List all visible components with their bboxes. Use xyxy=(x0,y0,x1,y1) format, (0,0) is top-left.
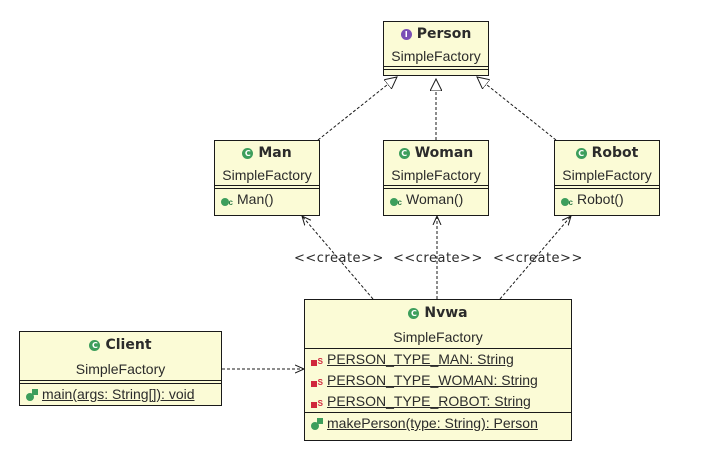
class-nvwa[interactable]: C Nvwa SimpleFactory S PERSON_TYPE_MAN: … xyxy=(304,299,572,441)
class-person[interactable]: I Person SimpleFactory xyxy=(383,21,489,76)
create-label-robot: <<create>> xyxy=(493,251,583,266)
class-title: Nvwa xyxy=(424,305,468,321)
realization-man-person xyxy=(317,77,397,141)
methods-compartment: makePerson(type: String): Person xyxy=(305,412,571,434)
class-name: I Person xyxy=(384,22,488,46)
create-label-woman: <<create>> xyxy=(393,251,483,266)
field-label: PERSON_TYPE_MAN: String xyxy=(327,351,514,367)
method-row[interactable]: c Woman() xyxy=(384,189,488,210)
class-title: Client xyxy=(105,337,152,353)
class-icon: C xyxy=(89,339,101,351)
fields-compartment: S PERSON_TYPE_MAN: String S PERSON_TYPE_… xyxy=(305,348,571,412)
class-icon: C xyxy=(242,147,254,159)
class-title: Man xyxy=(258,145,292,161)
static-method-icon xyxy=(26,388,38,401)
class-title: Robot xyxy=(591,145,639,161)
methods-compartment: c Man() xyxy=(215,188,319,210)
package-name: SimpleFactory xyxy=(393,329,483,345)
constructor-icon: c xyxy=(221,194,233,207)
methods-compartment: c Robot() xyxy=(555,188,659,210)
field-row[interactable]: S PERSON_TYPE_WOMAN: String xyxy=(305,370,571,391)
methods-compartment: c Woman() xyxy=(384,188,488,210)
methods-compartment xyxy=(384,69,488,70)
method-label: Robot() xyxy=(577,191,624,207)
package-name: SimpleFactory xyxy=(562,167,652,183)
static-field-icon: S xyxy=(311,354,323,366)
field-row[interactable]: S PERSON_TYPE_ROBOT: String xyxy=(305,391,571,412)
class-man[interactable]: C Man SimpleFactory c Man() xyxy=(214,140,320,216)
constructor-icon: c xyxy=(390,194,402,207)
class-client[interactable]: C Client SimpleFactory main(args: String… xyxy=(19,331,222,406)
method-label: makePerson(type: String): Person xyxy=(327,415,538,431)
method-label: Woman() xyxy=(406,191,464,207)
method-row[interactable]: c Robot() xyxy=(555,189,659,210)
package-name: SimpleFactory xyxy=(391,167,481,183)
method-label: main(args: String[]): void xyxy=(42,386,195,402)
class-icon: C xyxy=(398,147,410,159)
field-row[interactable]: S PERSON_TYPE_MAN: String xyxy=(305,349,571,370)
class-robot[interactable]: C Robot SimpleFactory c Robot() xyxy=(554,140,660,216)
interface-icon: I xyxy=(400,28,412,40)
class-woman[interactable]: C Woman SimpleFactory c Woman() xyxy=(383,140,489,216)
field-label: PERSON_TYPE_WOMAN: String xyxy=(327,372,538,388)
create-label-man: <<create>> xyxy=(294,251,384,266)
fields-compartment xyxy=(384,66,488,67)
method-label: Man() xyxy=(237,191,274,207)
fields-compartment xyxy=(215,185,319,186)
class-icon: C xyxy=(575,147,587,159)
class-name: C Robot xyxy=(555,141,659,165)
package-name: SimpleFactory xyxy=(75,361,166,377)
package-name: SimpleFactory xyxy=(222,167,312,183)
fields-compartment xyxy=(384,185,488,186)
fields-compartment xyxy=(555,185,659,186)
method-row[interactable]: makePerson(type: String): Person xyxy=(305,413,571,434)
fields-compartment xyxy=(20,380,221,381)
package-name: SimpleFactory xyxy=(391,48,481,64)
method-row[interactable]: c Man() xyxy=(215,189,319,210)
static-method-icon xyxy=(311,417,323,430)
constructor-icon: c xyxy=(561,194,573,207)
realization-robot-person xyxy=(477,77,557,141)
method-row[interactable]: main(args: String[]): void xyxy=(20,384,221,405)
class-title: Woman xyxy=(414,145,474,161)
class-name: C Woman xyxy=(384,141,488,165)
class-name: C Man xyxy=(215,141,319,165)
create-nvwa-man xyxy=(302,216,374,300)
field-label: PERSON_TYPE_ROBOT: String xyxy=(327,393,531,409)
static-field-icon: S xyxy=(311,375,323,387)
class-title: Person xyxy=(416,26,472,42)
class-name: C Client xyxy=(20,332,221,358)
class-icon: C xyxy=(408,307,420,319)
class-name: C Nvwa xyxy=(305,300,571,326)
methods-compartment: main(args: String[]): void xyxy=(20,383,221,405)
static-field-icon: S xyxy=(311,396,323,408)
create-nvwa-robot xyxy=(499,216,571,300)
